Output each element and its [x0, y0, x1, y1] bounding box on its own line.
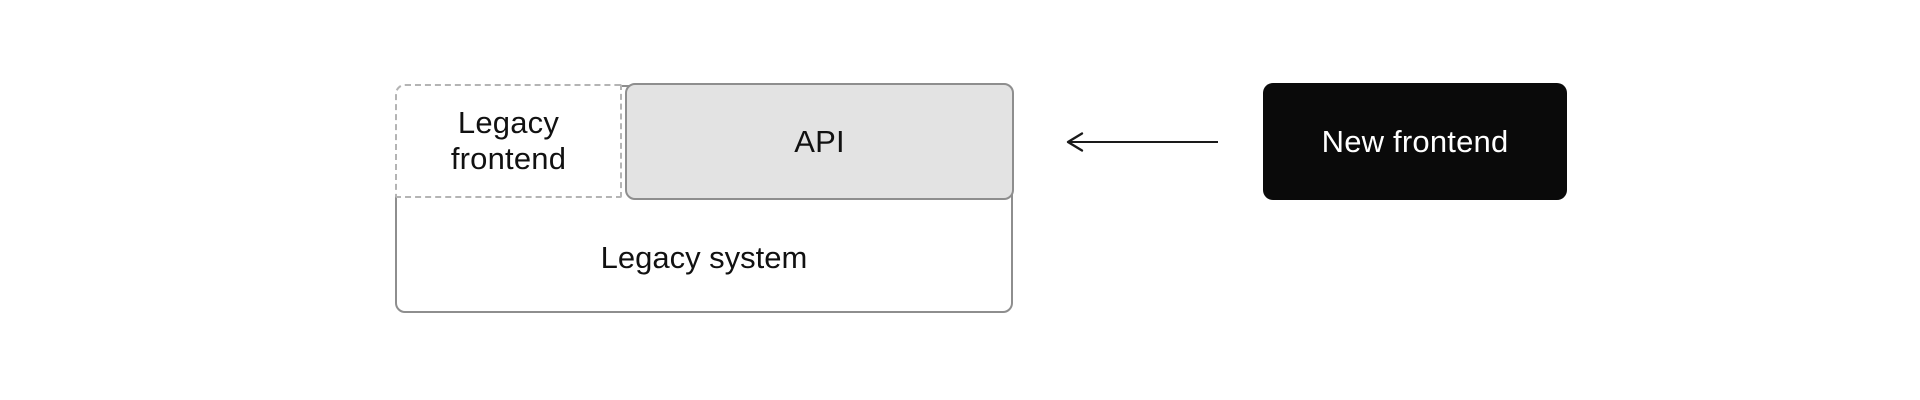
- legacy-system-label: Legacy system: [600, 240, 808, 275]
- api-label: API: [794, 123, 845, 159]
- new-frontend-box: New frontend: [1263, 83, 1567, 200]
- new-frontend-label: New frontend: [1321, 123, 1509, 159]
- legacy-frontend-box: Legacy frontend: [395, 84, 622, 198]
- api-box: API: [625, 83, 1014, 200]
- legacy-frontend-label: Legacy frontend: [450, 105, 567, 176]
- arrow-left-icon: [1066, 132, 1218, 152]
